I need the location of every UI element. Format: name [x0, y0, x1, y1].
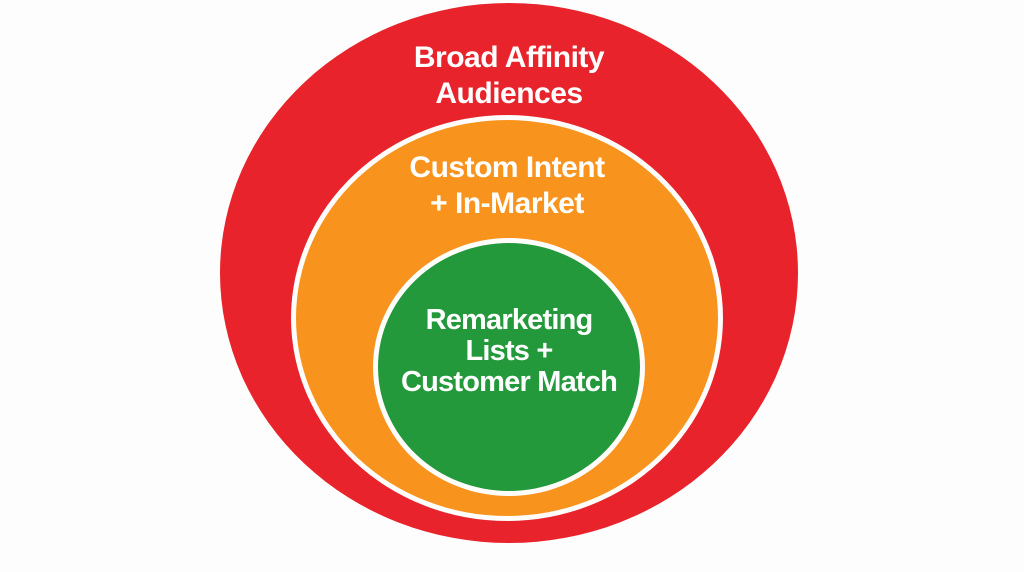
- label-line: + In-Market: [430, 187, 584, 220]
- label-remarketing-lists-customer-match: Remarketing Lists + Customer Match: [378, 305, 640, 398]
- circle-remarketing-lists-customer-match: Remarketing Lists + Customer Match: [373, 238, 645, 496]
- label-line: Audiences: [435, 77, 583, 110]
- label-line: Customer Match: [401, 366, 618, 398]
- label-line: Broad Affinity: [413, 41, 605, 74]
- circle-custom-intent-in-market: Custom Intent + In-Market Remarketing Li…: [291, 115, 723, 521]
- circle-broad-affinity-audiences: Broad Affinity Audiences Custom Intent +…: [220, 3, 798, 543]
- label-line: Lists +: [465, 335, 553, 367]
- label-broad-affinity-audiences: Broad Affinity Audiences: [220, 40, 798, 112]
- label-line: Remarketing: [425, 304, 594, 336]
- label-custom-intent-in-market: Custom Intent + In-Market: [296, 150, 718, 222]
- label-line: Custom Intent: [409, 151, 605, 184]
